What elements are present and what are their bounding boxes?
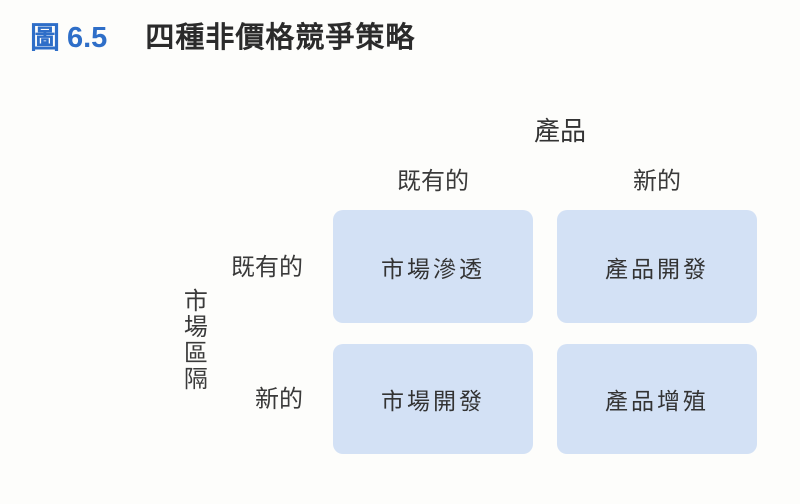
column-label-new: 新的 [633, 168, 681, 195]
column-label-existing: 既有的 [397, 168, 469, 195]
cell-market-development: 市場開發 [333, 344, 533, 454]
figure-label: 圖 [30, 22, 60, 55]
figure-number: 6.5 [67, 22, 108, 55]
cell-product-proliferation: 產品增殖 [557, 344, 757, 454]
figure-title: 圖 6.5 四種非價格競爭策略 [30, 22, 415, 55]
figure-title-text: 四種非價格競爭策略 [145, 22, 416, 55]
cell-market-penetration: 市場滲透 [333, 210, 533, 323]
row-label-existing: 既有的 [231, 254, 303, 281]
row-label-new: 新的 [255, 386, 303, 413]
product-axis-label: 產品 [533, 116, 586, 146]
cell-product-development: 產品開發 [557, 210, 757, 323]
market-segment-axis-label: 市場區隔 [179, 288, 207, 392]
